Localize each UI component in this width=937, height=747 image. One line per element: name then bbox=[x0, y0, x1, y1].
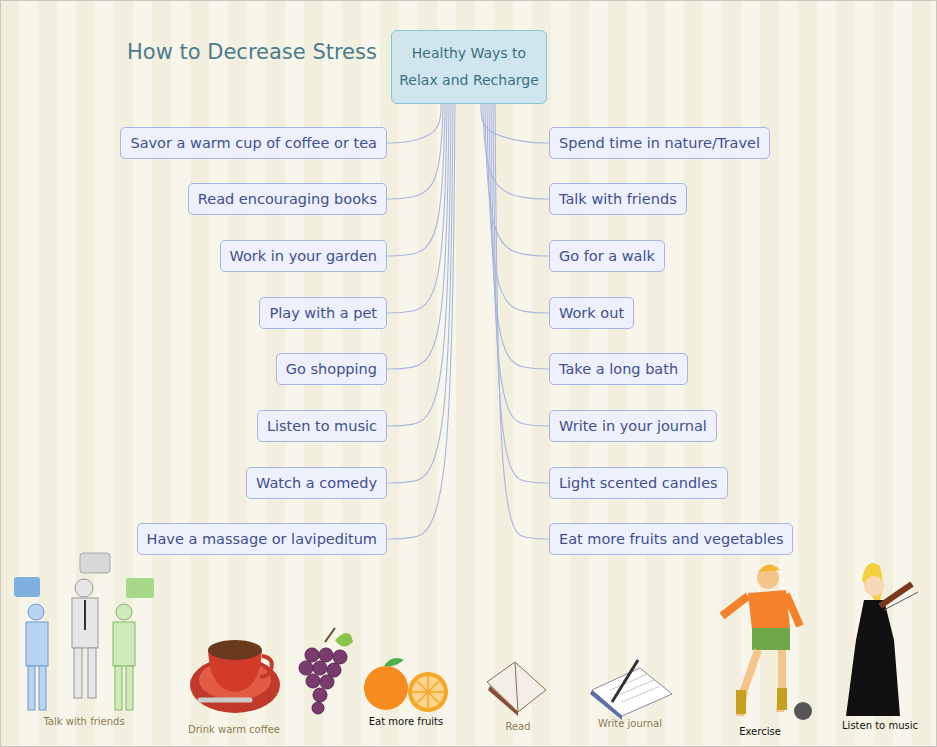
topic-box: Work in your garden bbox=[220, 240, 387, 272]
topic-box: Go shopping bbox=[276, 353, 387, 385]
topic-box: Take a long bath bbox=[549, 353, 688, 385]
topic-box: Watch a comedy bbox=[246, 467, 387, 499]
topic-box: Read encouraging books bbox=[188, 183, 387, 215]
branch-line bbox=[387, 104, 445, 256]
topic-box: Write in your journal bbox=[549, 410, 717, 442]
coffee-cup bbox=[190, 640, 280, 713]
topic-box: Work out bbox=[549, 297, 634, 329]
node-text: Eat more fruits and vegetables bbox=[559, 531, 783, 547]
node-text: Work in your garden bbox=[230, 248, 377, 264]
node-text: Healthy Ways to Relax and Recharge bbox=[398, 40, 540, 94]
icon-caption: Drink warm coffee bbox=[188, 724, 280, 735]
branch-line bbox=[387, 104, 443, 199]
talk-figures bbox=[14, 553, 154, 710]
icon-caption: Read bbox=[505, 721, 530, 732]
orange-fruit bbox=[364, 658, 448, 712]
icon-caption: Write journal bbox=[598, 718, 662, 729]
node-text: Go shopping bbox=[286, 361, 377, 377]
node-text: Write in your journal bbox=[559, 418, 707, 434]
node-text: Savor a warm cup of coffee or tea bbox=[130, 135, 377, 151]
node-text: Have a massage or lavipeditum bbox=[147, 531, 377, 547]
branch-line bbox=[387, 104, 447, 313]
node-text: Spend time in nature/Travel bbox=[559, 135, 760, 151]
node-text: Take a long bath bbox=[559, 361, 678, 377]
topic-box: Spend time in nature/Travel bbox=[549, 127, 770, 159]
branch-line bbox=[387, 104, 453, 483]
node-text: Read encouraging books bbox=[198, 191, 377, 207]
topic-box: Light scented candles bbox=[549, 467, 728, 499]
journal-pen bbox=[590, 660, 672, 720]
topic-box: Play with a pet bbox=[259, 297, 387, 329]
icon-caption: Exercise bbox=[739, 726, 781, 737]
open-book bbox=[487, 662, 546, 716]
branch-line bbox=[387, 104, 441, 143]
node-text: Play with a pet bbox=[269, 305, 377, 321]
branch-line bbox=[387, 104, 455, 539]
node-text: Work out bbox=[559, 305, 624, 321]
node-text: Watch a comedy bbox=[256, 475, 377, 491]
node-text: Go for a walk bbox=[559, 248, 655, 264]
grapes bbox=[299, 628, 353, 714]
central-topic: Healthy Ways to Relax and Recharge bbox=[391, 30, 547, 104]
topic-box: Savor a warm cup of coffee or tea bbox=[120, 127, 387, 159]
branch-line bbox=[387, 104, 449, 369]
topic-box: Have a massage or lavipeditum bbox=[137, 523, 387, 555]
node-text: Listen to music bbox=[267, 418, 377, 434]
violinist bbox=[846, 563, 918, 716]
icon-caption: Eat more fruits bbox=[369, 716, 444, 727]
node-text: Light scented candles bbox=[559, 475, 718, 491]
topic-box: Talk with friends bbox=[549, 183, 687, 215]
branch-line bbox=[491, 104, 549, 426]
topic-box: Listen to music bbox=[257, 410, 387, 442]
branch-line bbox=[387, 104, 451, 426]
icon-caption: Talk with friends bbox=[43, 716, 124, 727]
icon-caption: Listen to music bbox=[842, 720, 918, 731]
soccer-player bbox=[722, 564, 812, 720]
node-text: Talk with friends bbox=[559, 191, 677, 207]
topic-box: Go for a walk bbox=[549, 240, 665, 272]
topic-box: Eat more fruits and vegetables bbox=[549, 523, 793, 555]
branch-line bbox=[495, 104, 549, 539]
diagram-title: How to Decrease Stress bbox=[127, 40, 377, 64]
